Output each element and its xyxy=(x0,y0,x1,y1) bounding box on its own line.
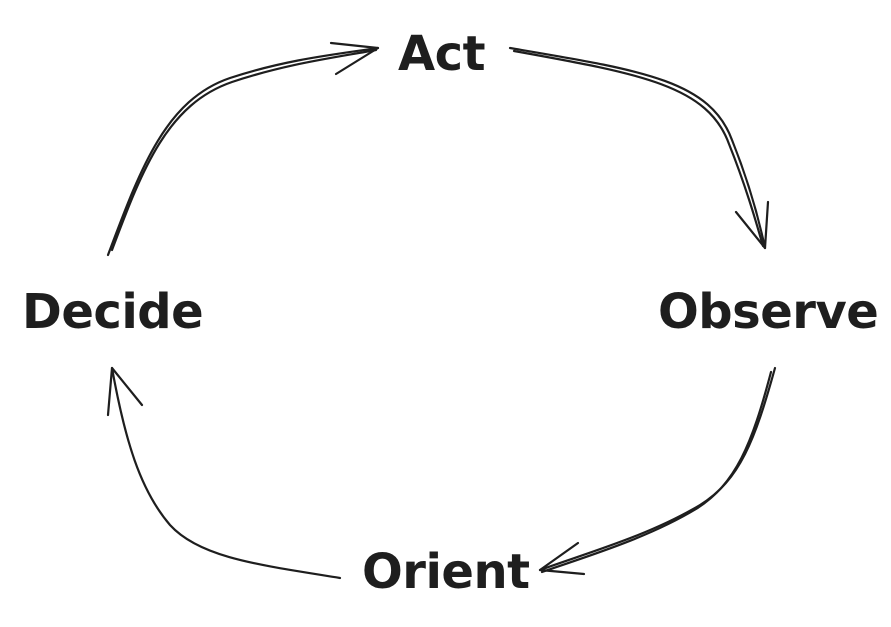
arrow-orient-to-decide xyxy=(106,366,342,580)
arrow-act-to-observe-head xyxy=(734,200,770,250)
arrow-decide-to-act xyxy=(106,41,380,257)
arrow-act-to-observe-shaft-sketch xyxy=(512,49,765,248)
arrow-orient-to-decide-shaft xyxy=(110,366,342,580)
node-orient-label: Orient xyxy=(362,544,530,600)
arrow-act-to-observe xyxy=(508,46,770,250)
arrow-observe-to-orient-shaft-sketch xyxy=(540,370,773,574)
arrow-observe-to-orient xyxy=(538,366,777,576)
node-observe-label: Observe xyxy=(658,284,879,340)
arrow-decide-to-act-shaft xyxy=(106,46,380,257)
arrow-decide-to-act-head xyxy=(329,41,380,76)
node-act-label: Act xyxy=(398,26,486,82)
arrow-observe-to-orient-shaft xyxy=(538,366,777,572)
node-decide-label: Decide xyxy=(22,284,204,340)
arrow-decide-to-act-shaft-sketch xyxy=(110,48,378,252)
arrow-observe-to-orient-head xyxy=(538,541,586,576)
arrow-act-to-observe-shaft xyxy=(508,46,767,250)
arrow-orient-to-decide-head xyxy=(106,366,144,417)
